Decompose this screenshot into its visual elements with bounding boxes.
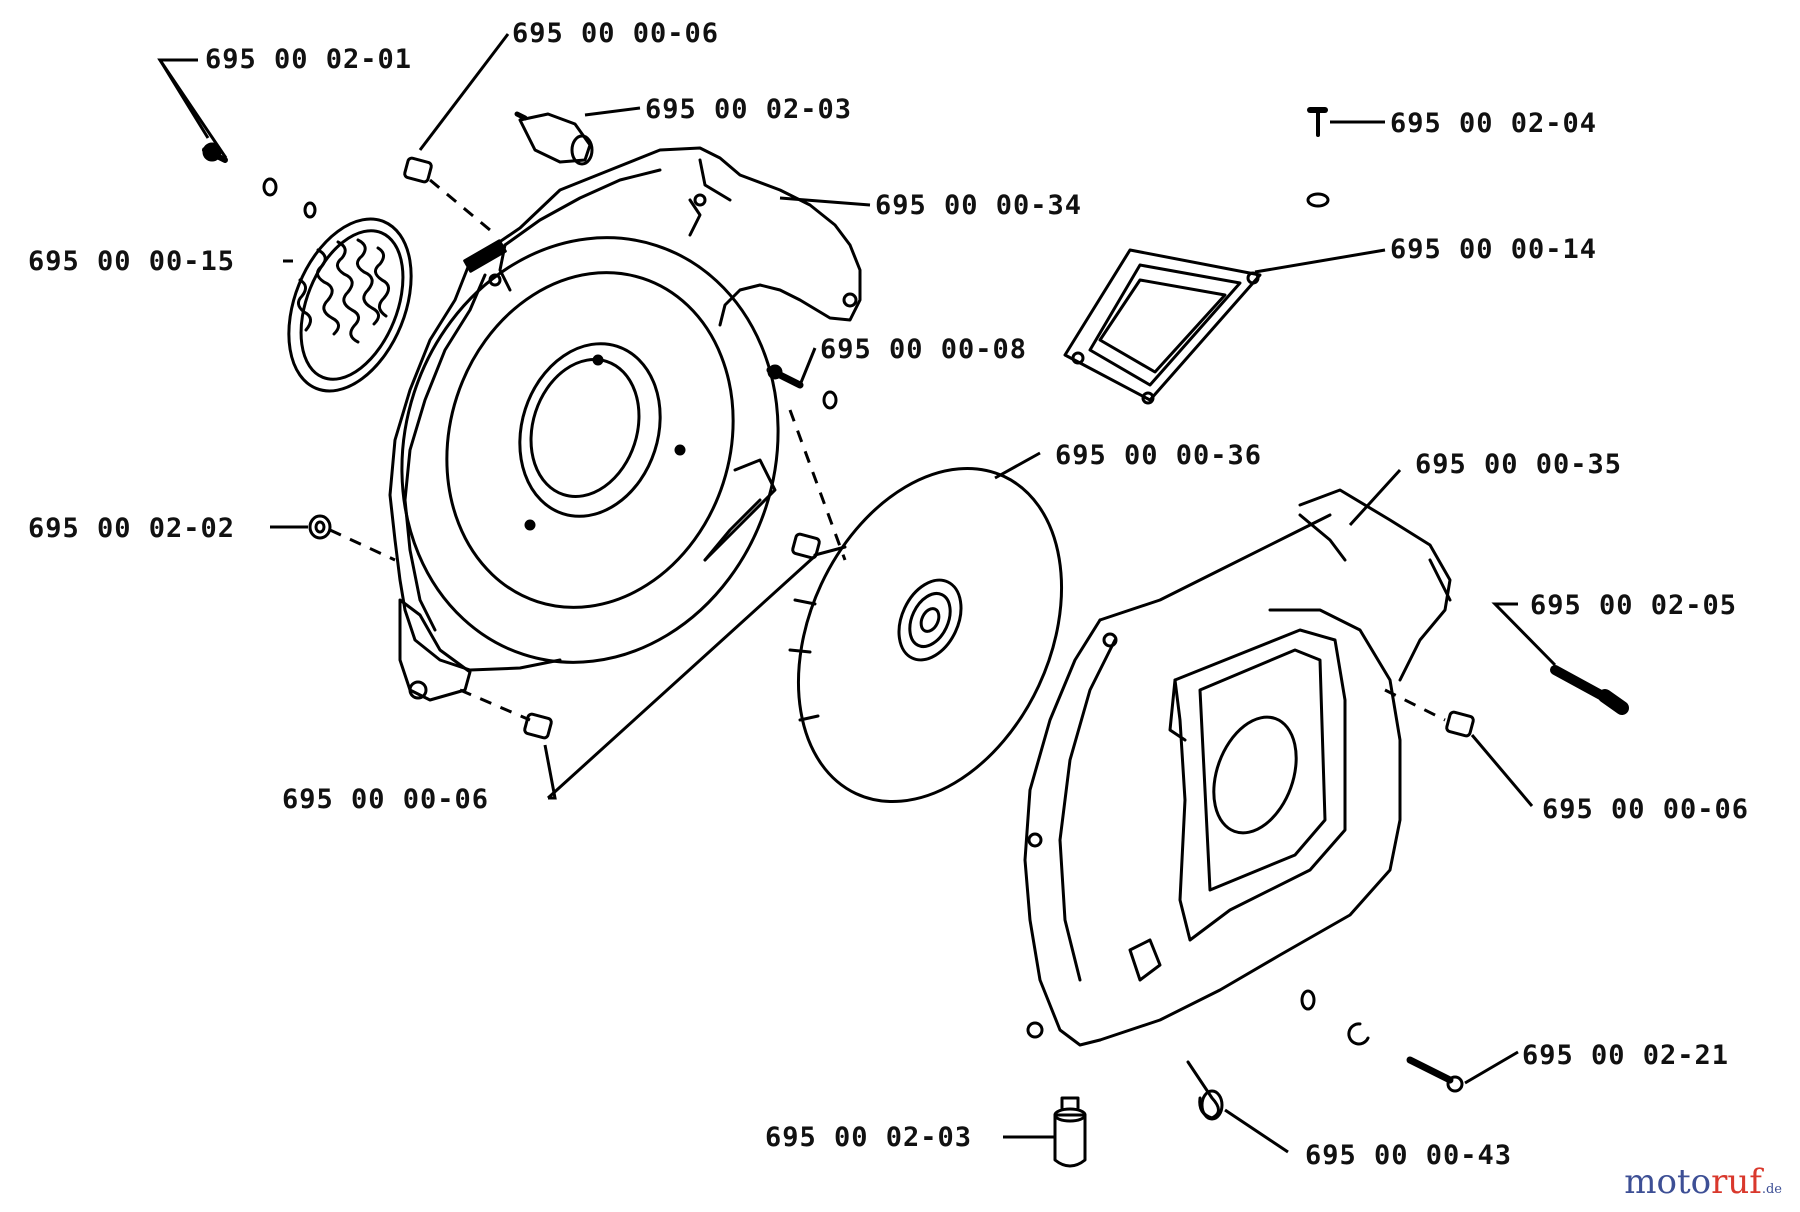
blower-housing-part <box>388 146 862 702</box>
label-695-00-02-04: 695 00 02-04 <box>1390 108 1597 139</box>
grommet-02-02-part <box>308 514 332 540</box>
watermark-tld: .de <box>1761 1182 1782 1197</box>
intake-grille-part <box>287 217 413 393</box>
nut-00-06-middle-part <box>791 532 821 560</box>
screw-02-01-part <box>202 142 317 219</box>
label-695-00-00-06-top: 695 00 00-06 <box>512 18 719 49</box>
label-695-00-02-05: 695 00 02-05 <box>1530 590 1737 621</box>
label-695-00-02-03-bottom: 695 00 02-03 <box>765 1122 972 1153</box>
clip-00-43-part <box>1186 1060 1224 1121</box>
spark-plug-boot-part <box>514 111 594 166</box>
spark-plug-boot-bottom-part <box>1053 1096 1087 1168</box>
label-695-00-02-21: 695 00 02-21 <box>1522 1040 1729 1071</box>
label-695-00-02-03-top: 695 00 02-03 <box>645 94 852 125</box>
label-695-00-02-02: 695 00 02-02 <box>28 513 235 544</box>
rear-housing-part <box>1023 488 1452 1047</box>
label-695-00-00-08: 695 00 00-08 <box>820 334 1027 365</box>
screw-00-08-part <box>766 364 838 410</box>
washers-bottom-right-part <box>1300 989 1370 1046</box>
label-695-00-00-36: 695 00 00-36 <box>1055 440 1262 471</box>
watermark-part2: ruf <box>1711 1162 1762 1202</box>
nut-00-06-bottom-part <box>523 712 553 740</box>
part-labels: 695 00 02-01 695 00 00-06 695 00 02-03 6… <box>28 18 1749 1171</box>
leader-lines <box>157 33 1557 1154</box>
label-695-00-02-01: 695 00 02-01 <box>205 44 412 75</box>
label-695-00-00-06-bottom: 695 00 00-06 <box>282 784 489 815</box>
label-695-00-00-06-right: 695 00 00-06 <box>1542 794 1749 825</box>
nut-00-06-top-part <box>403 156 433 184</box>
bolt-02-05-part <box>1550 665 1629 715</box>
screw-02-21-part <box>1406 1056 1464 1093</box>
label-695-00-00-14: 695 00 00-14 <box>1390 234 1597 265</box>
assembly-dash-lines <box>329 178 1446 722</box>
label-695-00-00-34: 695 00 00-34 <box>875 190 1082 221</box>
nut-00-06-right-part <box>1445 710 1475 738</box>
label-695-00-00-35: 695 00 00-35 <box>1415 449 1622 480</box>
watermark-logo: motoruf.de <box>1624 1162 1782 1202</box>
fan-impeller-part <box>788 466 1064 804</box>
label-695-00-00-15: 695 00 00-15 <box>28 246 235 277</box>
label-695-00-00-43: 695 00 00-43 <box>1305 1140 1512 1171</box>
screw-02-04-part <box>1306 107 1330 208</box>
outlet-cover-part <box>1063 248 1262 405</box>
watermark-part1: moto <box>1624 1162 1712 1202</box>
